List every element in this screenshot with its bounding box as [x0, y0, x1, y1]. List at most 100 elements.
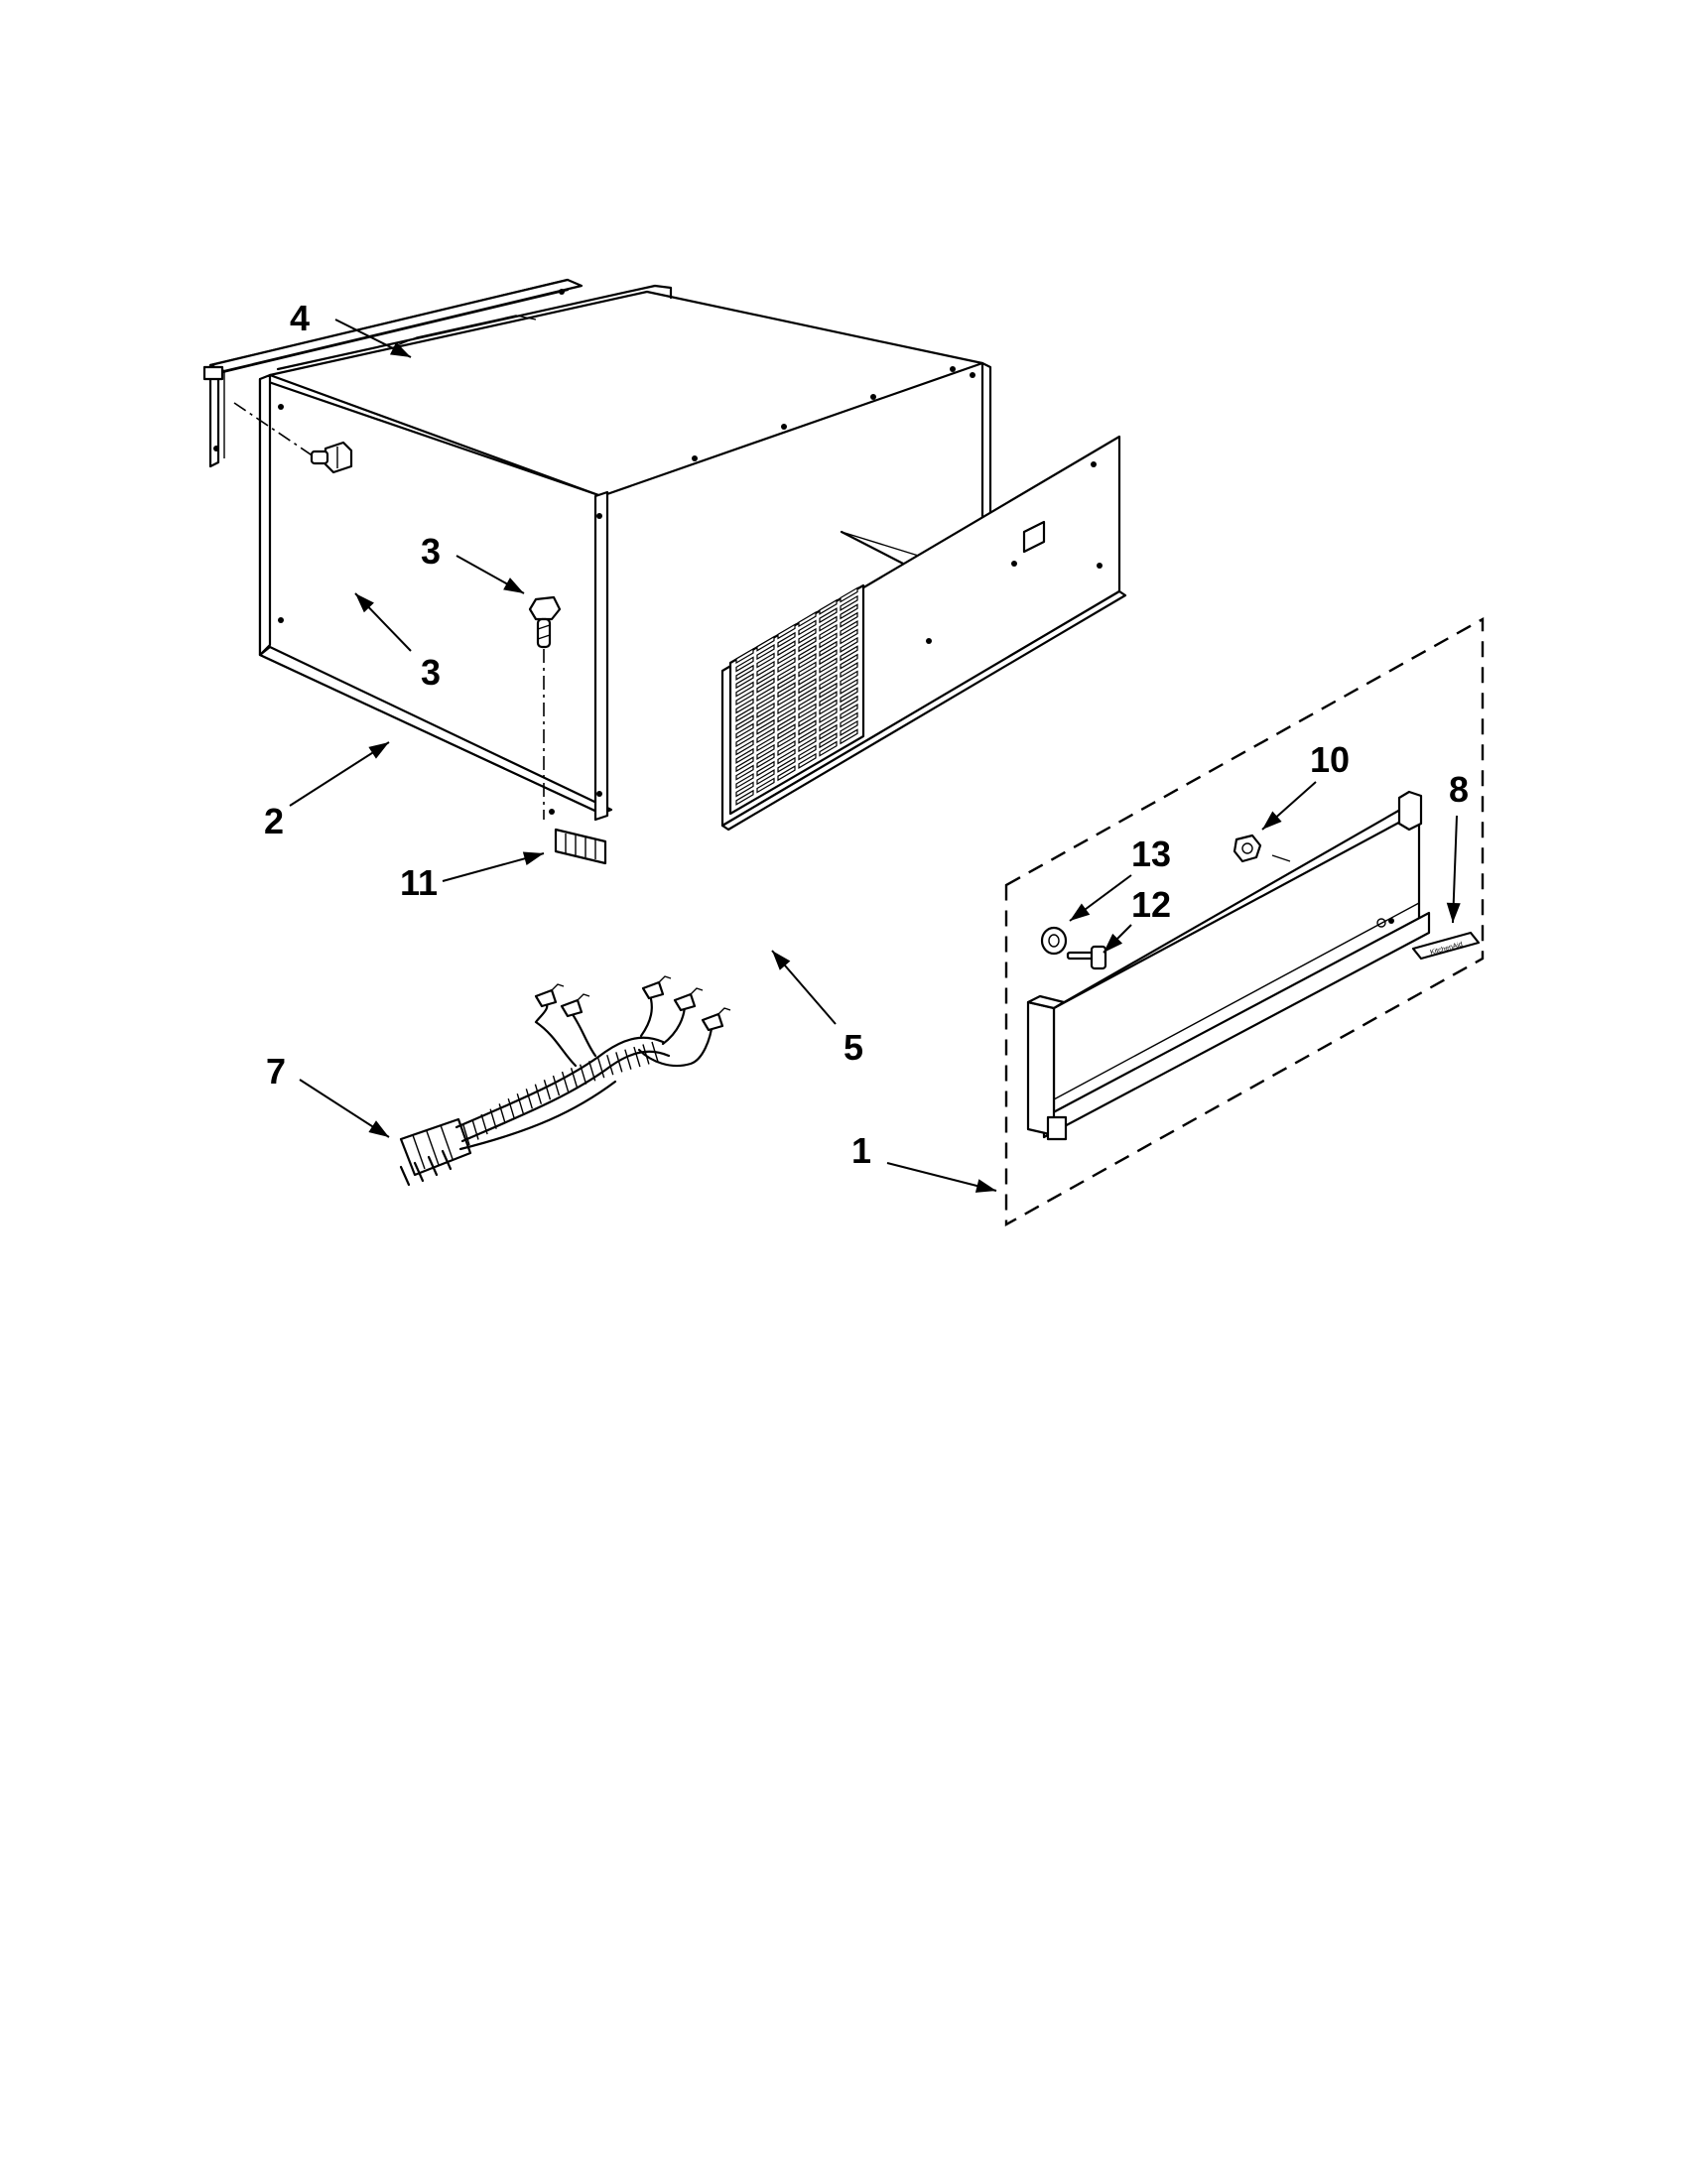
louver-slot — [756, 652, 775, 669]
callout-3-lower: 3 — [421, 652, 441, 693]
conduit-rib — [651, 1041, 659, 1063]
louver-slot — [819, 691, 838, 707]
callout-3-top: 3 — [421, 531, 441, 572]
louver-slot — [798, 669, 817, 686]
callout-1: 1 — [851, 1130, 871, 1171]
louver-slot — [840, 711, 858, 728]
louver-slot — [735, 764, 754, 781]
louver-slot — [756, 777, 775, 794]
louver-slot — [798, 619, 817, 636]
louver-slot — [819, 615, 838, 632]
louver-slot — [777, 631, 796, 648]
louver-slot — [840, 687, 858, 704]
louver-slot — [798, 736, 817, 753]
louver-slot — [777, 748, 796, 765]
leader-arrowhead — [389, 341, 411, 357]
louver-slot — [819, 657, 838, 674]
callout-5: 5 — [844, 1027, 863, 1068]
leader-arrowhead — [522, 851, 544, 866]
louver-slot — [798, 703, 817, 719]
louver-slot — [840, 662, 858, 679]
louver-slot — [798, 678, 817, 695]
conduit-rib — [615, 1052, 623, 1073]
conduit-rib — [570, 1068, 579, 1089]
louver-slot — [756, 677, 775, 694]
leader-arrowhead — [368, 742, 389, 759]
louver-slot — [777, 690, 796, 707]
louver-slot — [777, 756, 796, 773]
louver-slot — [756, 644, 775, 661]
housing-part-2 — [258, 284, 992, 822]
nut-part-10 — [1233, 834, 1291, 863]
louver-slot — [735, 689, 754, 707]
louver-slot — [798, 719, 817, 736]
grille-part-5 — [720, 435, 1127, 832]
louver-slot — [819, 740, 838, 757]
conduit-rib — [498, 1103, 506, 1124]
louver-slot — [777, 623, 796, 640]
callout-labels: 4 3 3 2 11 5 10 8 13 12 7 1 — [264, 298, 1469, 1171]
louver-slot — [756, 718, 775, 735]
conduit-rib — [516, 1092, 524, 1114]
louver-slot — [840, 719, 858, 736]
louver-slot — [777, 648, 796, 665]
louver-slot — [798, 686, 817, 703]
louver-slot — [777, 640, 796, 657]
conduit-ribs — [462, 1041, 659, 1146]
louver-slot — [819, 723, 838, 740]
louver-slot — [819, 640, 838, 657]
louver-slot — [819, 699, 838, 715]
louver-slot — [756, 694, 775, 710]
louver-slot — [735, 772, 754, 790]
louver-slot — [798, 744, 817, 761]
louver-slot — [756, 710, 775, 727]
callout-10: 10 — [1310, 739, 1350, 780]
callout-4: 4 — [290, 298, 310, 338]
leader-arrowhead — [1104, 933, 1123, 953]
louver-slot — [819, 607, 838, 624]
louver-slot — [756, 743, 775, 760]
knob-part-12 — [1066, 945, 1107, 970]
conduit-rib — [525, 1089, 534, 1109]
conduit-rib — [543, 1080, 552, 1100]
louver-slot — [798, 752, 817, 769]
louver-slot — [735, 647, 754, 665]
louver-slot — [840, 611, 858, 628]
louver-slot — [756, 702, 775, 718]
conduit-rib — [471, 1119, 479, 1140]
louver-slot — [777, 682, 796, 699]
leader-arrowhead — [1446, 902, 1461, 923]
conduit-rib — [624, 1049, 632, 1070]
louver-slot — [798, 611, 817, 628]
callout-11: 11 — [400, 862, 438, 903]
louver-slot — [735, 756, 754, 773]
louver-slot — [798, 661, 817, 678]
assembly-center-lines — [233, 402, 545, 820]
leader-arrowhead — [503, 578, 524, 593]
callout-13: 13 — [1131, 834, 1171, 874]
louver-slot — [840, 678, 858, 695]
conduit-rib — [642, 1044, 650, 1065]
louver-slot — [840, 653, 858, 670]
louver-slot — [819, 665, 838, 683]
louver-slot — [756, 660, 775, 677]
louver-slot — [819, 732, 838, 749]
louver-slot — [840, 628, 858, 645]
louver-slot — [840, 728, 858, 745]
louver-slot — [735, 698, 754, 714]
louver-slot — [798, 695, 817, 711]
callout-8: 8 — [1449, 769, 1469, 810]
louver-slot — [819, 649, 838, 666]
louver-slot — [798, 627, 817, 644]
spacer-part-13 — [1040, 926, 1068, 956]
callout-2: 2 — [264, 801, 284, 841]
front-trim-panel — [1026, 790, 1431, 1141]
louver-slot — [840, 594, 858, 611]
louver-slot — [756, 669, 775, 686]
conduit-rib — [489, 1108, 497, 1129]
screw-left-part-3 — [310, 441, 353, 474]
louver-slot — [777, 673, 796, 690]
leader-arrowhead — [355, 593, 374, 613]
louver-slot — [819, 674, 838, 691]
louver-slot — [798, 710, 817, 727]
